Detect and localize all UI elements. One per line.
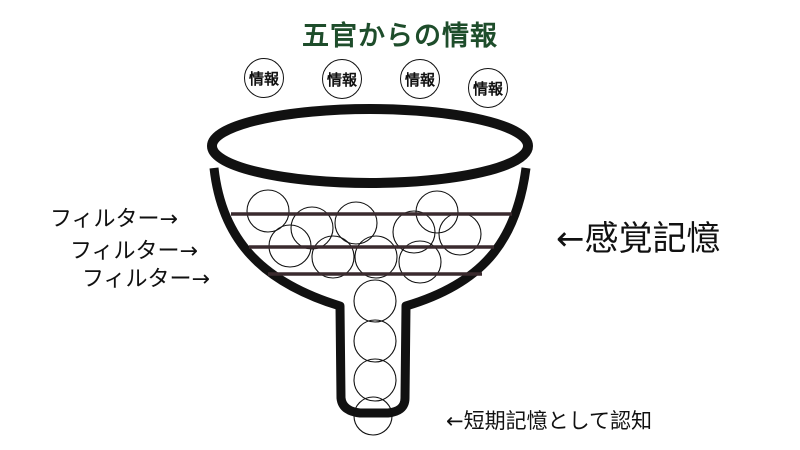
info-ball bbox=[290, 206, 334, 250]
information-balls bbox=[246, 189, 482, 436]
info-ball bbox=[246, 189, 290, 233]
filter-label-3: フィルター→ bbox=[82, 267, 210, 292]
info-ball bbox=[353, 396, 393, 436]
info-bubble: 情報 bbox=[468, 68, 508, 108]
info-bubble: 情報 bbox=[244, 58, 284, 98]
info-bubble: 情報 bbox=[322, 59, 362, 99]
short-term-memory-label: ←短期記憶として認知 bbox=[446, 409, 652, 433]
sensory-memory-label: ←感覚記憶 bbox=[556, 219, 721, 259]
filter-label-1: フィルター→ bbox=[50, 207, 178, 232]
info-ball bbox=[398, 240, 442, 284]
info-ball bbox=[353, 279, 397, 323]
info-ball bbox=[392, 210, 436, 254]
info-ball bbox=[415, 190, 459, 234]
info-ball bbox=[311, 235, 355, 279]
info-ball bbox=[334, 201, 378, 245]
info-ball bbox=[353, 358, 397, 402]
info-bubble: 情報 bbox=[400, 59, 440, 99]
filter-label-2: フィルター→ bbox=[70, 239, 198, 264]
filter-lines bbox=[231, 212, 512, 276]
diagram-title: 五官からの情報 bbox=[302, 21, 498, 52]
info-ball bbox=[353, 319, 397, 363]
funnel-body bbox=[209, 167, 531, 418]
funnel-rim bbox=[207, 104, 533, 188]
info-ball bbox=[354, 235, 398, 279]
